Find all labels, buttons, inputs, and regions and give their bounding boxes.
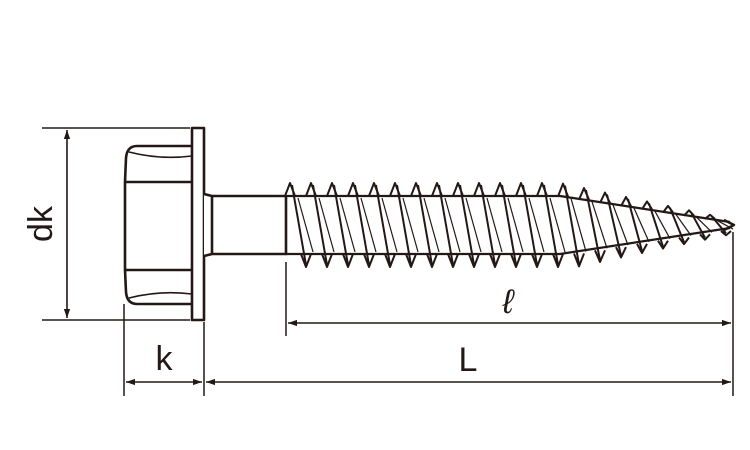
thread-crest	[431, 182, 459, 268]
thread-crest	[305, 182, 333, 268]
thread-flank	[486, 197, 503, 253]
thread-crests	[284, 182, 734, 268]
head-height-label: k	[156, 340, 174, 378]
thread-crest	[599, 191, 627, 259]
thread-flank	[528, 197, 545, 253]
thread-crest	[515, 182, 543, 268]
thread-crest	[620, 195, 648, 255]
thread-flank	[654, 211, 671, 239]
thread-crest	[326, 182, 354, 268]
head-diameter-label: dk	[22, 205, 60, 242]
thread-length-label: ℓ	[502, 283, 516, 321]
thread-flank	[423, 197, 440, 253]
thread-crest	[389, 182, 417, 268]
thread-flank	[318, 197, 335, 253]
thread-flank	[696, 217, 713, 233]
thread-flank	[591, 201, 608, 249]
thread-crest	[578, 187, 606, 263]
thread-flank	[717, 220, 734, 230]
thread-flank	[675, 214, 692, 236]
thread-crest	[284, 182, 312, 268]
thread-flank	[339, 197, 356, 253]
thread-crest	[368, 182, 396, 268]
thread-crest	[662, 204, 690, 246]
thread-crest	[494, 182, 522, 268]
thread-crest	[410, 182, 438, 268]
thread-flank	[297, 197, 314, 253]
total-length-label: L	[459, 341, 478, 379]
thread-flank	[381, 197, 398, 253]
dimension-lines	[63, 130, 731, 386]
thread-flank	[444, 197, 461, 253]
thread-crest	[683, 209, 711, 241]
hex-head	[123, 144, 193, 306]
thread-flank	[507, 197, 524, 253]
thread-flank	[612, 204, 629, 246]
shank	[203, 192, 288, 258]
thread-flank	[633, 207, 650, 243]
flange	[190, 126, 206, 322]
thread-flank	[360, 197, 377, 253]
thread-flank	[570, 198, 587, 252]
thread-crest	[557, 182, 585, 268]
thread-crest	[536, 182, 564, 268]
thread-flank	[402, 197, 419, 253]
thread-flank	[465, 197, 482, 253]
thread-crest	[704, 213, 732, 237]
thread-crest	[641, 200, 669, 250]
extension-lines	[42, 127, 734, 396]
thread-crest	[452, 182, 480, 268]
thread-flank	[549, 197, 566, 253]
thread-crest	[347, 182, 375, 268]
thread-crest	[473, 182, 501, 268]
